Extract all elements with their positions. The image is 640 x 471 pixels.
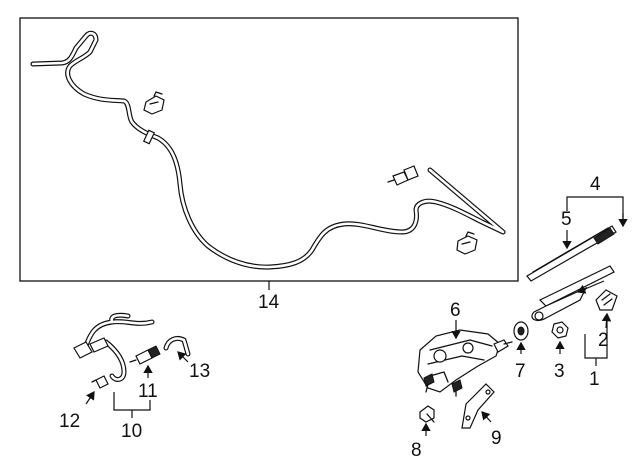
seal-washer — [513, 321, 529, 341]
motor-bolt-right — [451, 379, 463, 397]
hose-clip-lower — [456, 231, 478, 255]
callout-13: 13 — [189, 361, 210, 382]
motor-bracket — [461, 383, 495, 429]
wiper-arm — [531, 265, 615, 322]
hose-kit-frame — [19, 17, 519, 282]
callout-11: 11 — [138, 381, 158, 402]
hose-connector — [387, 165, 419, 186]
leader-1-arm — [576, 280, 605, 294]
motor-bolt-left — [423, 373, 435, 393]
rear-washer-hose — [73, 312, 155, 382]
leader-12 — [85, 391, 95, 405]
wiper-blade — [526, 225, 617, 282]
callout-4: 4 — [590, 174, 601, 195]
mounting-bolt — [419, 405, 435, 423]
hose-clip-12 — [91, 375, 109, 389]
hose-elbow — [163, 335, 191, 357]
callout-2: 2 — [598, 330, 609, 351]
arm-nut — [551, 321, 569, 339]
callout-10: 10 — [121, 421, 142, 442]
washer-hose — [30, 30, 506, 270]
callout-1: 1 — [589, 369, 600, 390]
callout-3: 3 — [554, 361, 565, 382]
arm-cap — [595, 289, 618, 311]
hose-clip-upper — [143, 91, 165, 115]
callout-7: 7 — [515, 361, 526, 382]
callout-12: 12 — [59, 411, 80, 432]
callout-6: 6 — [450, 300, 461, 321]
callout-9: 9 — [491, 428, 502, 449]
callout-8: 8 — [411, 440, 422, 461]
leader-9 — [481, 411, 492, 423]
callout-14: 14 — [258, 292, 280, 313]
callout-5: 5 — [561, 209, 572, 230]
leader-13 — [177, 351, 189, 363]
leader-4-bracket — [566, 196, 624, 220]
hose-connector-11 — [129, 345, 161, 365]
